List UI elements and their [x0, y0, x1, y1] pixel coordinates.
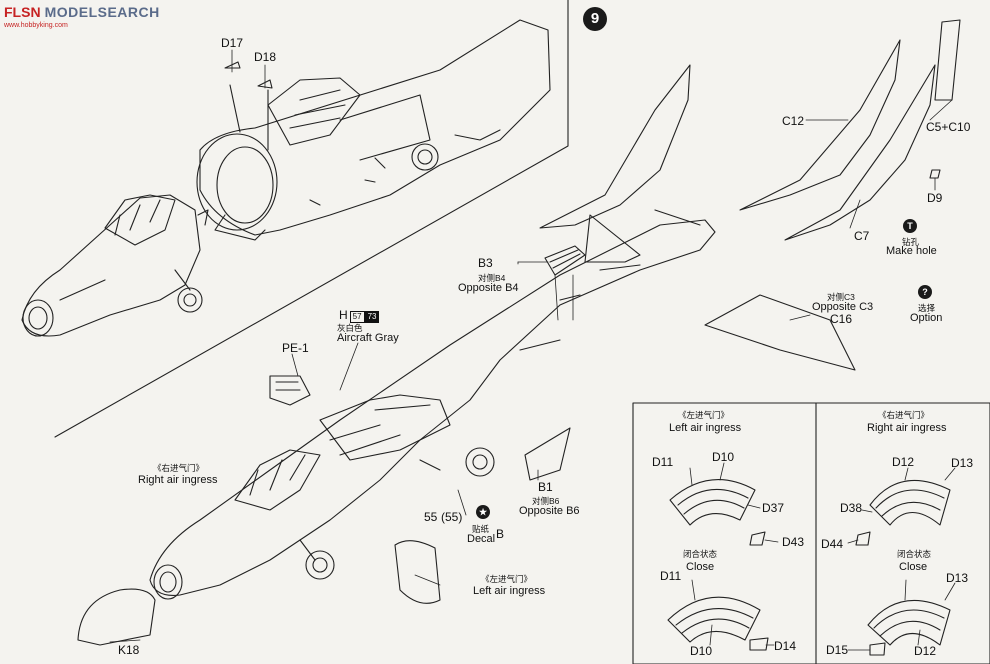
canopy-k18 [77, 588, 156, 646]
label-55: 55 [424, 510, 438, 524]
left-close-cn: 闭合状态 [683, 549, 718, 559]
left-label-d10: D10 [712, 450, 735, 464]
vent-b3-grille [549, 249, 581, 269]
right-label-d13-close: D13 [946, 571, 969, 585]
strip-c5-c10 [934, 19, 961, 101]
right-label-d13: D13 [951, 456, 974, 470]
make-hole-icon: T [903, 219, 917, 233]
label-pe1: PE-1 [282, 341, 309, 355]
label-b4-en: Opposite B4 [458, 282, 519, 294]
right-ingress-drawings [855, 479, 951, 656]
make-hole-en: Make hole [886, 245, 937, 257]
label-decal-b: B [496, 527, 505, 541]
right-panel-title-en: Right air ingress [867, 422, 947, 434]
label-d18: D18 [254, 50, 277, 64]
right-label-d12: D12 [892, 455, 915, 469]
left-air-ingress-cn: 《左进气门》 [481, 574, 533, 584]
tail-fin [539, 64, 691, 229]
paint-name-en: Aircraft Gray [337, 332, 399, 344]
label-d9: D9 [927, 191, 943, 205]
upper-fuselage-section [196, 19, 551, 241]
label-b6-cn: 对侧B6 [532, 496, 560, 506]
label-c12: C12 [782, 114, 805, 128]
label-k18: K18 [118, 643, 140, 657]
nose-section [21, 194, 209, 337]
right-close-cn: 闭合状态 [897, 549, 932, 559]
upper-inset-frame [54, 0, 569, 438]
watermark-url: www.hobbyking.com [4, 22, 68, 29]
label-b3: B3 [478, 256, 493, 270]
label-55-bracket: (55) [441, 510, 463, 524]
left-close-en: Close [686, 561, 715, 573]
ingress-panels-frame [632, 402, 990, 664]
wing-c16 [704, 294, 856, 371]
right-label-d12-close: D12 [914, 644, 937, 658]
paint-code: H [339, 308, 348, 322]
option-cn: 选择 [918, 303, 936, 313]
wing-c7 [784, 64, 936, 241]
left-label-d37: D37 [762, 501, 785, 515]
left-label-d14: D14 [774, 639, 797, 653]
option-icon: ? [918, 285, 932, 299]
left-panel-title-cn: 《左进气门》 [678, 410, 730, 420]
label-c5-c10: C5+C10 [926, 120, 971, 134]
decal-icon: ★ [476, 505, 490, 519]
left-label-d11: D11 [652, 455, 674, 469]
left-air-ingress-en: Left air ingress [473, 585, 546, 597]
label-c3-en: Opposite C3 [812, 301, 874, 313]
leader-lines [109, 49, 956, 651]
watermark-logo: FLSN [4, 4, 41, 20]
label-decal-cn: 贴纸 [472, 524, 490, 534]
right-label-d38: D38 [840, 501, 863, 515]
left-panel-title-en: Left air ingress [669, 422, 742, 434]
right-label-d15: D15 [826, 643, 849, 657]
label-d17: D17 [221, 36, 244, 50]
paint-name-cn: 灰白色 [337, 323, 363, 333]
left-ingress-drawings [667, 479, 769, 651]
label-b4-cn: 对侧B4 [478, 273, 506, 283]
paint-box-2: 73 [364, 311, 380, 323]
left-label-d43: D43 [782, 535, 805, 549]
vent-b1-b6 [524, 427, 571, 481]
label-c3-cn: 对侧C3 [827, 292, 855, 302]
right-air-ingress-cn: 《右进气门》 [153, 463, 205, 473]
watermark-brand: MODELSEARCH [44, 4, 160, 20]
left-label-d10-close: D10 [690, 644, 713, 658]
label-b1: B1 [538, 480, 553, 494]
part-d9-shape [929, 169, 941, 179]
label-decal-en: Decal [467, 533, 496, 545]
paint-box-1: 57 [349, 311, 365, 323]
left-label-d11-close: D11 [660, 569, 682, 583]
make-hole-cn: 钻孔 [902, 237, 920, 247]
wing-c12 [739, 39, 901, 211]
right-label-d44: D44 [821, 537, 844, 551]
right-close-en: Close [899, 561, 928, 573]
step-number-badge: 9 [583, 7, 607, 31]
main-fuselage [149, 209, 716, 600]
label-b6-en: Opposite B6 [519, 505, 580, 517]
right-air-ingress-en: Right air ingress [138, 474, 218, 486]
intake-door-left [394, 540, 441, 604]
option-en: Option [910, 312, 943, 324]
label-c7: C7 [854, 229, 870, 243]
vent-b3 [544, 245, 586, 276]
right-panel-title-cn: 《右进气门》 [878, 410, 930, 420]
label-c16: C16 [830, 312, 853, 326]
